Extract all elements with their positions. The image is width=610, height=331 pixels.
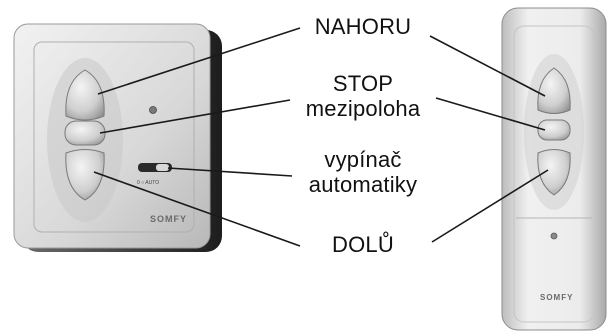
callout-line-stop-right [435,97,546,131]
callout-line-up-right [429,35,546,97]
label-up: NAHORU [303,14,423,39]
wall-switch-logo: SOMFY [150,214,187,224]
remote-control-device: SOMFY [501,7,607,331]
label-switch-line1: vypínač [324,147,402,172]
wall-switch-down-button[interactable] [65,149,105,201]
remote-down-button[interactable] [537,149,571,196]
wall-switch-stop-button[interactable] [64,120,106,146]
remote-logo: SOMFY [540,293,573,302]
callout-line-stop-left [99,99,291,134]
label-stop: STOP mezipoloha [290,71,436,121]
label-stop-line2: mezipoloha [305,96,421,121]
callout-line-down-right [431,169,549,243]
wall-switch-up-button[interactable] [65,69,105,121]
wall-switch-device: 0 ○ AUTO SOMFY [13,23,222,252]
remote-stop-button[interactable] [537,119,571,141]
callout-line-down-left [93,171,301,247]
callout-line-switch [167,167,293,177]
remote-up-button[interactable] [537,67,571,114]
callout-lines [93,27,549,247]
label-down: DOLŮ [306,232,420,257]
remote-inner-panel [513,25,595,323]
wall-switch-inner-frame [33,41,195,233]
label-stop-line1: STOP [332,71,394,96]
automation-switch-marks: 0 ○ AUTO [137,180,159,186]
automation-toggle-knob [156,164,169,171]
label-automation-switch: vypínač automatiky [296,147,430,197]
callout-line-up-left [97,27,301,95]
label-up-text: NAHORU [314,14,412,39]
label-switch-line2: automatiky [308,172,418,197]
remote-led [550,232,558,240]
label-down-text: DOLŮ [332,232,394,257]
wall-switch-led [149,106,157,114]
